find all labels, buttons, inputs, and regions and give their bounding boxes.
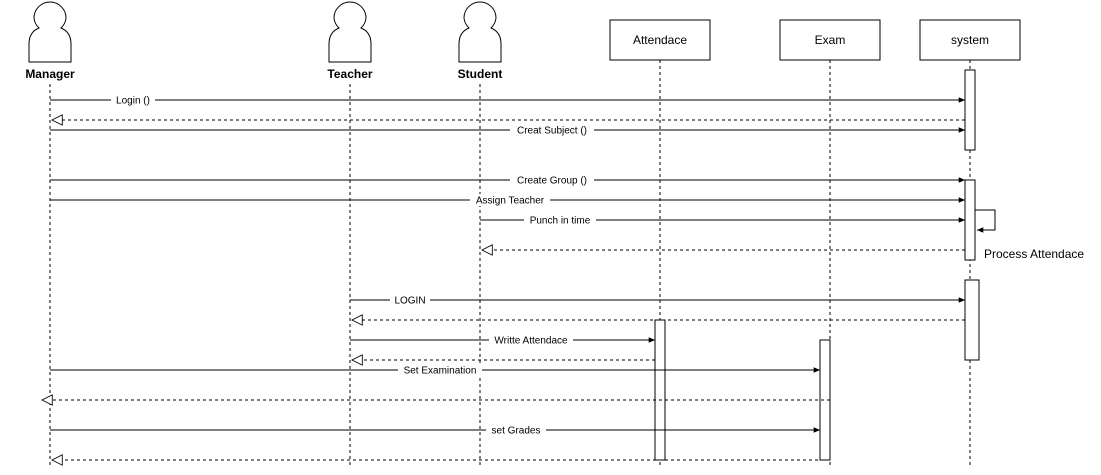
message-label: Process Attendace (984, 247, 1084, 261)
lifelines (49, 60, 971, 466)
message-punch-in-time: Punch in time (480, 214, 965, 227)
message-label: Create Group () (517, 176, 587, 187)
activations (654, 69, 980, 461)
participant-label: system (951, 33, 989, 47)
message-teacher-login: LOGIN (350, 294, 965, 307)
message-login: Login () (50, 94, 965, 107)
message-label: Punch in time (530, 216, 591, 227)
actor-student: Student (458, 1, 503, 81)
actor-manager: Manager (25, 1, 75, 81)
actor-label: Teacher (327, 67, 372, 81)
message-label: set Grades (492, 426, 541, 437)
participant-system: system (919, 19, 1021, 61)
actor-icon (28, 1, 72, 63)
message-creat-subject: Creat Subject () (50, 124, 965, 137)
message-write-attendance: Writte Attendace (350, 334, 655, 347)
participant-label: Exam (815, 33, 846, 47)
message-assign-teacher: Assign Teacher (50, 194, 965, 207)
message-label: Writte Attendace (494, 336, 568, 347)
activation-system-1 (964, 69, 976, 151)
activation-system-3 (964, 279, 980, 361)
message-label: Login () (116, 96, 150, 107)
message-set-grades: set Grades (50, 424, 820, 437)
message-set-examination: Set Examination (50, 364, 820, 377)
participant-label: Attendace (633, 33, 687, 47)
message-label: LOGIN (394, 296, 425, 307)
participant-attendance: Attendace (609, 19, 711, 61)
activation-system-2 (964, 179, 976, 261)
actor-icon (458, 1, 502, 63)
actor-label: Manager (25, 67, 75, 81)
message-process-attendance: Process Attendace (975, 209, 1084, 261)
message-create-group: Create Group () (50, 174, 965, 187)
message-label: Creat Subject () (517, 126, 587, 137)
messages: Login () Creat Subject () Create Group (… (42, 94, 1084, 460)
participant-exam: Exam (779, 19, 881, 61)
activation-attendance (654, 319, 666, 461)
actor-icon (328, 1, 372, 63)
message-label: Assign Teacher (476, 196, 545, 207)
message-label: Set Examination (404, 366, 477, 377)
actor-label: Student (458, 67, 503, 81)
actor-teacher: Teacher (327, 1, 373, 81)
